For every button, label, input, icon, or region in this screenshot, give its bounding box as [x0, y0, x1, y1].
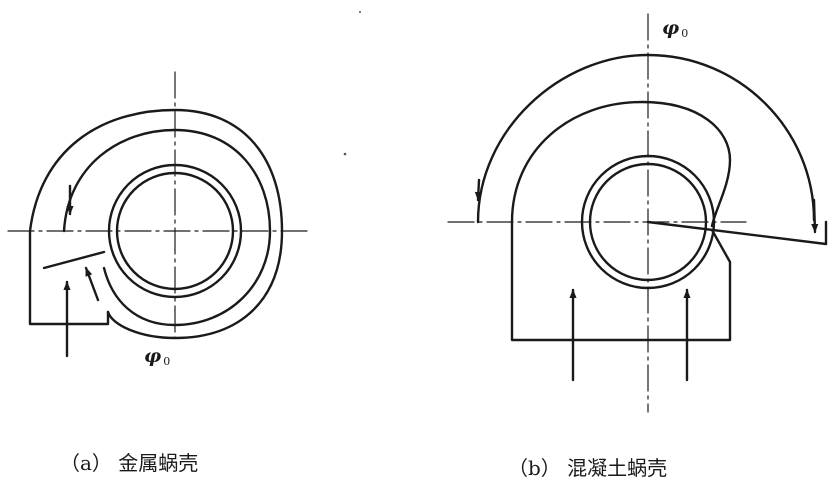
casing-outer-wall: [28, 108, 284, 340]
metal-spiral-casing-diagram: [7, 71, 309, 358]
concrete-spiral-casing-diagram: [447, 13, 828, 413]
spiral-flow-arrow-lower: [84, 266, 100, 302]
inlet-pipe: [28, 229, 110, 326]
scan-speck: [343, 152, 347, 156]
casing-inner-wall: [62, 128, 272, 327]
runner-inner-ring: [115, 171, 235, 291]
wrap-angle-arrow-right: [811, 198, 819, 234]
caption-b: （b） 混凝土蜗壳: [508, 456, 667, 480]
wrap-angle-arrow-left: [474, 178, 483, 202]
scan-speck: [359, 11, 361, 13]
spiral-nose-line: [42, 250, 106, 270]
runner-inner-ring: [588, 162, 708, 282]
caption-a: （a） 金属蜗壳: [60, 451, 198, 475]
spiral-nose-line: [646, 220, 828, 246]
casing-spiral-wall: [510, 100, 732, 228]
runner-outer-ring: [107, 163, 243, 299]
wrap-angle-arc: [476, 53, 816, 224]
inlet-box: [510, 220, 732, 342]
